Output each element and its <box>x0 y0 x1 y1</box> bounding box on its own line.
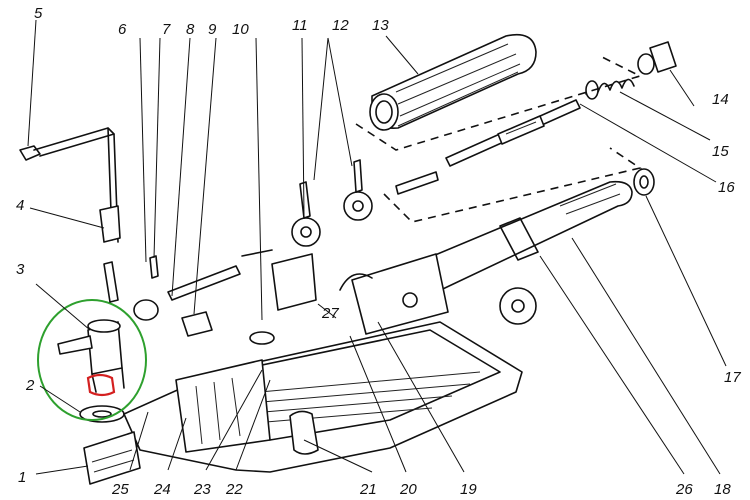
callout-21: 21 <box>359 481 377 498</box>
callout-22: 22 <box>225 481 243 498</box>
part-8-shaft <box>133 265 241 321</box>
callout-1: 1 <box>18 469 26 486</box>
green-highlight-ring <box>37 299 147 421</box>
callout-20: 20 <box>399 481 417 498</box>
callout-2: 2 <box>25 377 35 394</box>
callout-17: 17 <box>724 369 741 386</box>
part-9-bushing <box>181 311 213 337</box>
part-3-fork <box>57 319 125 393</box>
callout-8: 8 <box>186 21 195 38</box>
callout-7: 7 <box>162 21 171 38</box>
callout-26: 26 <box>675 481 693 498</box>
part-5-lever <box>19 127 121 243</box>
part-12-gear <box>343 159 373 221</box>
callout-13: 13 <box>372 17 389 34</box>
callout-16: 16 <box>718 179 735 196</box>
callout-23: 23 <box>193 481 211 498</box>
part-26-tube <box>403 180 633 297</box>
part-6-pin <box>103 261 119 303</box>
part-10-drum <box>241 249 317 311</box>
callout-14: 14 <box>712 91 729 108</box>
callout-6: 6 <box>118 21 127 38</box>
part-11-gear <box>291 181 321 247</box>
callout-27: 27 <box>321 305 339 322</box>
part-17-ring <box>633 168 655 196</box>
alignment-box-upper <box>355 55 643 151</box>
part-27-plate <box>499 287 537 325</box>
part-13-grip <box>369 33 537 131</box>
small-pin <box>395 171 439 195</box>
callout-4: 4 <box>16 197 24 214</box>
callout-25: 25 <box>111 481 129 498</box>
part-1-base-block <box>83 431 141 485</box>
alignment-box-lower <box>383 147 642 223</box>
callout-15: 15 <box>712 143 729 160</box>
main-frame <box>123 321 523 473</box>
callout-24: 24 <box>153 481 171 498</box>
callout-labels: 5 6 7 8 9 10 11 12 13 14 15 16 4 3 2 1 1… <box>16 5 741 498</box>
callout-19: 19 <box>460 481 477 498</box>
callout-10: 10 <box>232 21 249 38</box>
callout-12: 12 <box>332 17 349 34</box>
part-19-fork <box>339 253 449 335</box>
part-14-nut <box>637 41 677 75</box>
part-16-rod <box>445 99 581 167</box>
callout-5: 5 <box>34 5 43 22</box>
callout-18: 18 <box>714 481 731 498</box>
part-7-pin <box>149 255 159 279</box>
callout-11: 11 <box>292 17 308 34</box>
red-highlight-mark <box>86 373 116 397</box>
callout-9: 9 <box>208 21 217 38</box>
callout-3: 3 <box>16 261 25 278</box>
leader-lines <box>27 19 727 475</box>
